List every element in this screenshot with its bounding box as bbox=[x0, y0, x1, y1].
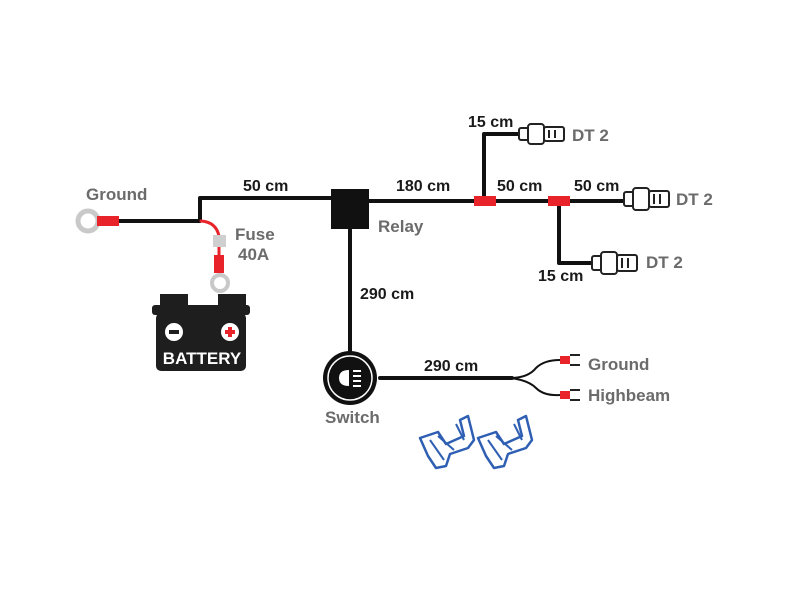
length-split-to-split: 50 cm bbox=[497, 178, 542, 195]
length-branch-bottom: 15 cm bbox=[538, 268, 583, 285]
label-fuse-rating: 40A bbox=[238, 245, 269, 264]
wire-branch-top bbox=[482, 132, 522, 201]
label-fuse: Fuse bbox=[235, 225, 275, 244]
wire-split-highbeam bbox=[509, 377, 561, 397]
length-relay-to-switch: 290 cm bbox=[360, 286, 414, 303]
wire-red-to-fuse bbox=[199, 219, 221, 238]
wire-branch-bottom bbox=[557, 201, 594, 265]
battery-icon bbox=[152, 294, 250, 371]
wire-battery-to-relay bbox=[114, 196, 335, 223]
dt-connector-icon bbox=[591, 251, 638, 275]
label-dt-mid: DT 2 bbox=[676, 190, 713, 209]
fork-terminal-icon bbox=[560, 354, 580, 366]
dt-connector-icon bbox=[518, 123, 565, 145]
label-battery: BATTERY bbox=[163, 349, 242, 368]
splice-left bbox=[474, 196, 496, 206]
length-switch-to-output: 290 cm bbox=[424, 358, 478, 375]
length-relay-to-split: 180 cm bbox=[396, 178, 450, 195]
label-switch: Switch bbox=[325, 408, 380, 427]
wire-split-ground bbox=[509, 359, 561, 379]
light-switch-icon bbox=[323, 351, 377, 405]
length-branch-top: 15 cm bbox=[468, 114, 513, 131]
ring-terminal-icon bbox=[75, 208, 119, 234]
wire-tap-connector-icon bbox=[418, 414, 476, 470]
dt-connector-icon bbox=[623, 187, 670, 211]
splice-right bbox=[548, 196, 570, 206]
wire-tap-connector-icon bbox=[476, 414, 534, 470]
label-relay: Relay bbox=[378, 217, 424, 236]
label-ground-out: Ground bbox=[588, 355, 649, 374]
fuse-holder bbox=[210, 235, 230, 293]
fork-terminal-icon bbox=[560, 389, 580, 401]
relay-box bbox=[331, 189, 369, 229]
label-dt-bottom: DT 2 bbox=[646, 253, 683, 272]
label-highbeam: Highbeam bbox=[588, 386, 670, 405]
length-battery-to-relay: 50 cm bbox=[243, 178, 288, 195]
label-dt-top: DT 2 bbox=[572, 126, 609, 145]
label-ground-top: Ground bbox=[86, 185, 147, 204]
length-split-to-dt-mid: 50 cm bbox=[574, 178, 619, 195]
